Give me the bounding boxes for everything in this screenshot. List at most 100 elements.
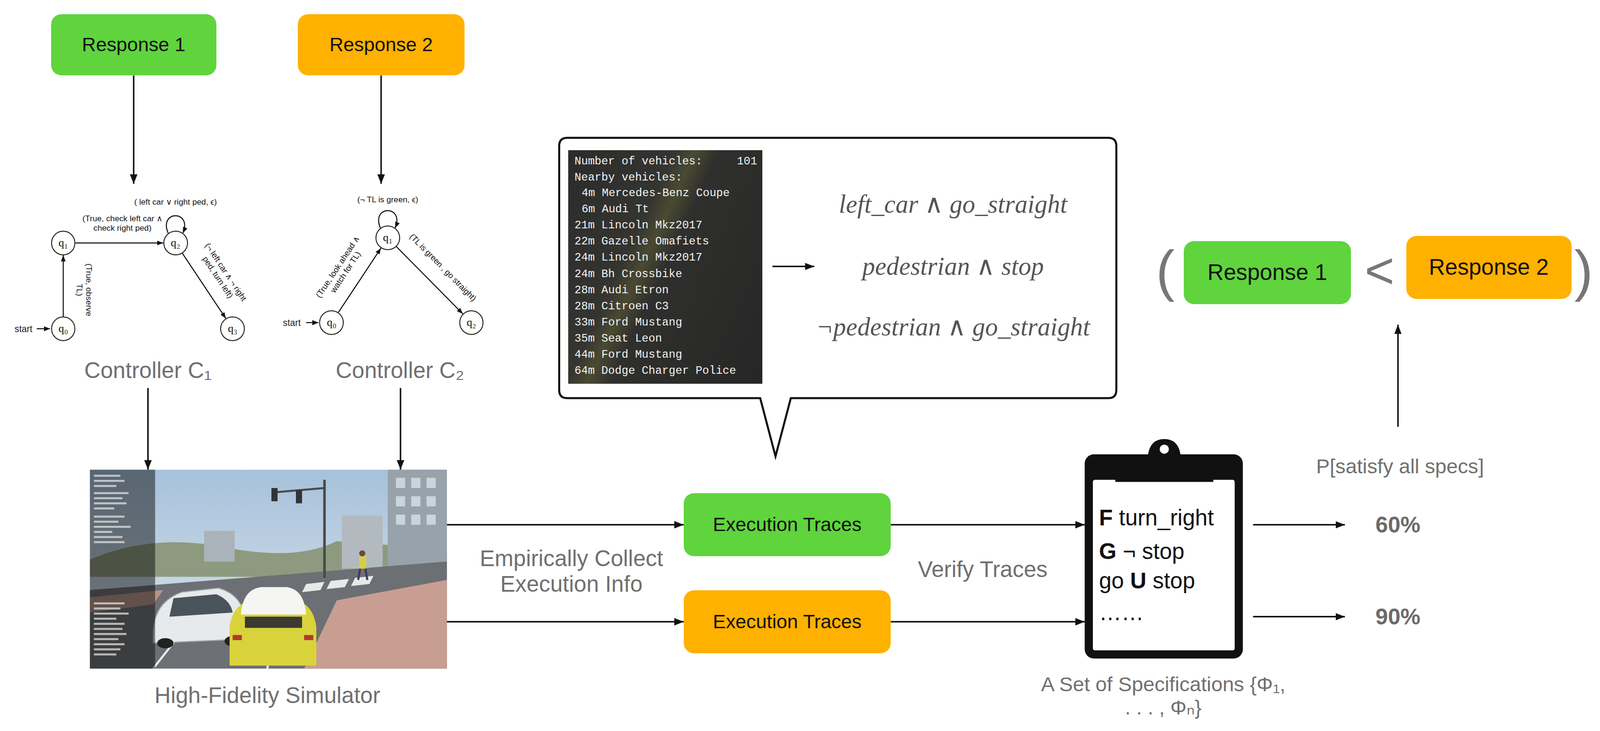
simulator-screenshot xyxy=(157,637,174,649)
connector xyxy=(62,255,64,317)
annotation-text: ) xyxy=(1574,239,1593,302)
hud-lines xyxy=(93,647,121,650)
simulator-screenshot xyxy=(395,477,405,489)
hud-lines xyxy=(93,601,125,604)
node-text: Nearby vehicles: xyxy=(574,170,682,184)
connector xyxy=(890,620,1085,623)
text-slot: ( xyxy=(1155,242,1175,299)
text-slot: Controller C₂ xyxy=(335,357,465,384)
start-arrow xyxy=(36,328,51,330)
text-slot: 60% xyxy=(1375,511,1421,538)
simulator-screenshot xyxy=(426,495,436,507)
simulator-screenshot xyxy=(323,479,326,578)
node-text: Number of vehicles: xyxy=(574,154,703,168)
connector xyxy=(446,523,684,526)
box-text: q₁ xyxy=(383,231,393,244)
result-arrow xyxy=(1397,324,1399,427)
state-circle: q₂ xyxy=(459,310,484,335)
hud-lines xyxy=(93,612,129,615)
hud-lines xyxy=(93,474,121,477)
node-text: 21m Lincoln Mkz2017 xyxy=(574,218,703,232)
text-slot: Number of vehicles: xyxy=(574,154,703,168)
node-text: ¬pedestrian ∧ go_straight xyxy=(816,312,1091,341)
annotation-text: ( xyxy=(1155,239,1175,302)
simulator-screenshot xyxy=(204,530,235,562)
annotation-text: Verify Traces xyxy=(917,556,1048,582)
text-slot: (¬ left car ∧ ¬ right ped, turn left) xyxy=(189,233,253,316)
box-text: q₀ xyxy=(326,315,337,329)
node-text: pedestrian ∧ stop xyxy=(862,251,1045,281)
box-text: q₂ xyxy=(170,236,181,250)
response-box: Response 2 xyxy=(1406,235,1572,300)
hud-lines xyxy=(93,637,119,640)
node-text: High-Fidelity Simulator xyxy=(154,681,381,707)
text-slot: F turn_right xyxy=(1099,504,1214,531)
node-text: …… xyxy=(1099,599,1145,625)
simulator-screenshot xyxy=(271,487,278,501)
callout-bubble-outline xyxy=(559,137,1117,456)
text-slot: (TL is green , go straight) xyxy=(407,231,479,304)
hud-lines xyxy=(93,617,117,620)
simulator-screenshot xyxy=(89,469,447,669)
hud-lines xyxy=(93,540,125,543)
node-text: 101 xyxy=(736,154,758,168)
annotation-text: 60% xyxy=(1375,511,1421,537)
hud-lines xyxy=(93,652,117,655)
connector xyxy=(133,75,135,184)
simulator-screenshot xyxy=(395,495,405,507)
text-slot: Nearby vehicles: xyxy=(574,170,682,184)
annotation-text: start xyxy=(282,317,301,328)
leader-arrow xyxy=(772,265,814,268)
text-slot: A Set of Specifications {Φ₁, . . . , Φₙ} xyxy=(1035,672,1291,720)
simulator-screenshot xyxy=(303,579,447,669)
node-text: F turn_right xyxy=(1099,504,1214,530)
simulator-screenshot xyxy=(341,515,383,569)
node-text: 24m Lincoln Mkz2017 xyxy=(574,250,703,264)
simulator-screenshot xyxy=(350,575,374,586)
temporal-operator: U xyxy=(1130,567,1147,593)
hud-lines xyxy=(93,627,123,630)
hud-lines xyxy=(93,622,125,625)
text-slot: …… xyxy=(1099,599,1145,626)
text-slot: left_car ∧ go_straight xyxy=(839,188,1068,219)
text-slot: (True, check left car ∧ check right ped) xyxy=(75,214,170,233)
annotation-text: < xyxy=(1364,241,1395,299)
text-slot: 21m Lincoln Mkz2017 xyxy=(574,218,703,232)
connector xyxy=(399,387,402,470)
simulator-screenshot xyxy=(326,578,349,590)
connector xyxy=(147,387,149,470)
simulator-screenshot xyxy=(244,616,303,628)
node-text: 28m Audi Etron xyxy=(574,283,669,296)
simulator-screenshot xyxy=(365,568,367,580)
result-arrow xyxy=(1252,615,1345,617)
simulator-screenshot xyxy=(387,469,447,570)
clipboard-shape xyxy=(1159,444,1169,454)
connector xyxy=(380,75,382,184)
simulator-screenshot xyxy=(426,514,436,525)
text-slot: 64m Dodge Charger Police xyxy=(574,363,736,377)
text-slot: 6m Audi Tt xyxy=(581,202,649,216)
text-slot: ¬pedestrian ∧ go_straight xyxy=(816,311,1091,342)
hud-lines xyxy=(93,515,125,518)
simulator-screenshot xyxy=(295,489,303,503)
hud-lines xyxy=(93,501,127,504)
text-slot: 24m Lincoln Mkz2017 xyxy=(574,250,703,264)
hud-lines xyxy=(93,530,113,533)
edge-label: ( left car ∨ right ped, ϵ) xyxy=(134,196,217,207)
box-text: q₀ xyxy=(58,321,69,335)
hud-lines xyxy=(93,474,131,655)
simulator-screenshot xyxy=(426,477,436,489)
hud-lines xyxy=(93,491,129,494)
clipboard-shape xyxy=(1084,438,1243,659)
hud-lines xyxy=(93,607,121,609)
start-arrow xyxy=(305,321,319,323)
response-box: Response 1 xyxy=(51,14,217,76)
node-text: 28m Citroen C3 xyxy=(574,299,669,313)
node-text: 24m Bh Crossbike xyxy=(574,267,682,280)
node-text: 6m Audi Tt xyxy=(581,202,649,216)
clipboard-shape xyxy=(1092,479,1235,651)
simulator-panel: High-Fidelity Simulator xyxy=(89,469,447,715)
text-slot: 22m Gazelle Omafiets xyxy=(574,234,709,248)
text-slot: 90% xyxy=(1375,603,1421,630)
